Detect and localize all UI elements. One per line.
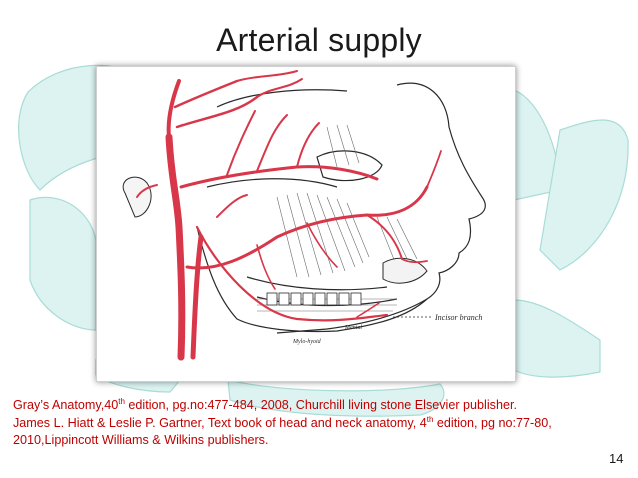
facial-artery <box>185 185 429 270</box>
label-mental: Mental <box>344 325 362 331</box>
maxillary-artery <box>179 165 379 189</box>
reference-grays-anatomy: Gray’s Anatomy,40th edition, pg.no:477-4… <box>13 396 517 412</box>
superficial-temporal-artery <box>166 79 181 139</box>
internal-carotid-artery <box>190 234 204 360</box>
lips <box>382 257 428 284</box>
reference-hiatt-gartner: James L. Hiatt & Leslie P. Gartner, Text… <box>13 414 552 447</box>
label-mylohyoid: Mylo-hyoid <box>292 339 322 345</box>
arterial-supply-illustration: Incisor branch Mental Mylo-hyoid <box>122 70 486 361</box>
label-incisor-branch: Incisor branch <box>434 313 482 322</box>
mandible-outline <box>196 226 428 333</box>
orbit-outline <box>316 150 383 182</box>
page-number: 14 <box>609 451 624 466</box>
external-carotid-artery <box>165 133 186 361</box>
references-block: Gray’s Anatomy,40th edition, pg.no:477-4… <box>13 397 609 450</box>
slide-title: Arterial supply <box>216 22 422 58</box>
inferior-alveolar-artery <box>195 225 389 322</box>
anatomy-figure: Incisor branch Mental Mylo-hyoid <box>96 66 516 382</box>
